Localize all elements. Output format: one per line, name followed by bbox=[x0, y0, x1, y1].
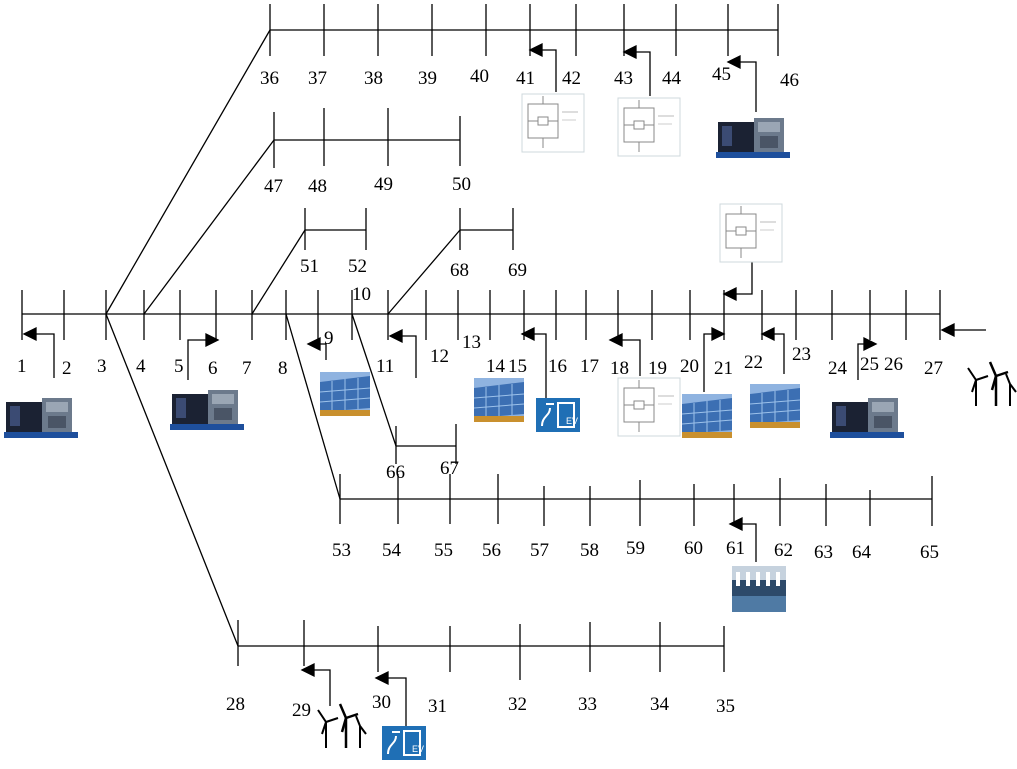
bus-label: 35 bbox=[716, 696, 735, 717]
bus-label: 68 bbox=[450, 260, 469, 281]
solar-pv-icon bbox=[473, 377, 525, 423]
bus-label: 23 bbox=[792, 344, 811, 365]
bus-label: 57 bbox=[530, 540, 549, 561]
bus-label: 24 bbox=[828, 358, 848, 379]
wind-turbine-icon bbox=[966, 360, 1017, 408]
bus-label: 63 bbox=[814, 542, 833, 563]
bus-label: 22 bbox=[744, 352, 763, 373]
bus-label: 21 bbox=[714, 358, 733, 379]
bus-label: 18 bbox=[610, 358, 629, 379]
energy-storage-icon bbox=[617, 97, 681, 157]
solar-pv-icon bbox=[681, 393, 733, 439]
bus-label: 8 bbox=[278, 358, 288, 379]
bus-label: 32 bbox=[508, 694, 527, 715]
bus-label: 62 bbox=[774, 540, 793, 561]
bus-label: 59 bbox=[626, 538, 645, 559]
bus-label: 50 bbox=[452, 174, 471, 195]
hydro-plant-icon bbox=[732, 566, 786, 612]
diesel-generator-icon bbox=[4, 392, 78, 438]
diesel-generator-icon bbox=[830, 392, 904, 438]
bus-label: 38 bbox=[364, 68, 383, 89]
bus-label: 52 bbox=[348, 256, 367, 277]
bus-label: 17 bbox=[580, 356, 599, 377]
diesel-generator-icon bbox=[716, 112, 790, 158]
bus-label: 47 bbox=[264, 176, 283, 197]
bus-label: 40 bbox=[470, 66, 489, 87]
bus-label: 4 bbox=[136, 356, 146, 377]
bus-label: 42 bbox=[562, 68, 581, 89]
bus-label: 56 bbox=[482, 540, 501, 561]
bus-label: 34 bbox=[650, 694, 670, 715]
bus-label: 7 bbox=[242, 358, 252, 379]
bus-label: 51 bbox=[300, 256, 319, 277]
bus-label: 29 bbox=[292, 700, 311, 721]
bus-label: 53 bbox=[332, 540, 351, 561]
bus-label: 9 bbox=[324, 328, 334, 349]
bus-label: 39 bbox=[418, 68, 437, 89]
ev-charger-icon: EV bbox=[535, 397, 581, 433]
bus-label: 25 bbox=[860, 354, 879, 375]
solar-pv-icon bbox=[749, 383, 801, 429]
bus-label: 28 bbox=[226, 694, 245, 715]
bus-labels: 1 2 3 4 5 6 7 8 9 10 11 12 13 14 15 16 1… bbox=[17, 64, 943, 721]
bus-label: 60 bbox=[684, 538, 703, 559]
diesel-generator-icon bbox=[170, 384, 244, 430]
bus-label: 15 bbox=[508, 356, 527, 377]
bus-label: 12 bbox=[430, 346, 449, 367]
bus-label: 64 bbox=[852, 542, 872, 563]
bus-label: 54 bbox=[382, 540, 402, 561]
bus-label: 1 bbox=[17, 356, 27, 377]
energy-storage-icon bbox=[719, 203, 783, 263]
ev-charger-label: EV bbox=[566, 416, 578, 426]
bus-label: 31 bbox=[428, 696, 447, 717]
energy-storage-icon bbox=[521, 93, 585, 153]
bus-label: 41 bbox=[516, 68, 535, 89]
bus-label: 49 bbox=[374, 174, 393, 195]
bus-label: 16 bbox=[548, 356, 567, 377]
bus-label: 67 bbox=[440, 458, 459, 479]
bus-label: 13 bbox=[462, 332, 481, 353]
injection-arrows bbox=[22, 42, 986, 726]
bus-label: 36 bbox=[260, 68, 279, 89]
bus-label: 55 bbox=[434, 540, 453, 561]
bus-label: 66 bbox=[386, 462, 405, 483]
bus-label: 61 bbox=[726, 538, 745, 559]
wind-turbine-icon bbox=[316, 702, 368, 750]
bus-label: 10 bbox=[352, 284, 371, 305]
bus-label: 20 bbox=[680, 356, 699, 377]
solar-pv-icon bbox=[319, 371, 371, 417]
bus-label: 6 bbox=[208, 358, 218, 379]
bus-label: 58 bbox=[580, 540, 599, 561]
bus-label: 19 bbox=[648, 358, 667, 379]
bus-label: 43 bbox=[614, 68, 633, 89]
ev-charger-icon: EV bbox=[381, 725, 427, 761]
bus-label: 30 bbox=[372, 692, 391, 713]
network-lines bbox=[21, 4, 941, 680]
bus-label: 69 bbox=[508, 260, 527, 281]
bus-label: 14 bbox=[486, 356, 506, 377]
bus-label: 26 bbox=[884, 354, 903, 375]
bus-label: 48 bbox=[308, 176, 327, 197]
bus-label: 44 bbox=[662, 68, 682, 89]
bus-label: 45 bbox=[712, 64, 731, 85]
energy-storage-icon bbox=[617, 377, 681, 437]
ev-charger-label: EV bbox=[412, 744, 424, 754]
bus-label: 2 bbox=[62, 358, 72, 379]
bus-label: 33 bbox=[578, 694, 597, 715]
bus-label: 46 bbox=[780, 70, 799, 91]
bus-label: 3 bbox=[97, 356, 107, 377]
bus-label: 5 bbox=[174, 356, 184, 377]
bus-label: 27 bbox=[924, 358, 943, 379]
bus-label: 65 bbox=[920, 542, 939, 563]
bus-label: 37 bbox=[308, 68, 327, 89]
bus-label: 11 bbox=[376, 356, 394, 377]
